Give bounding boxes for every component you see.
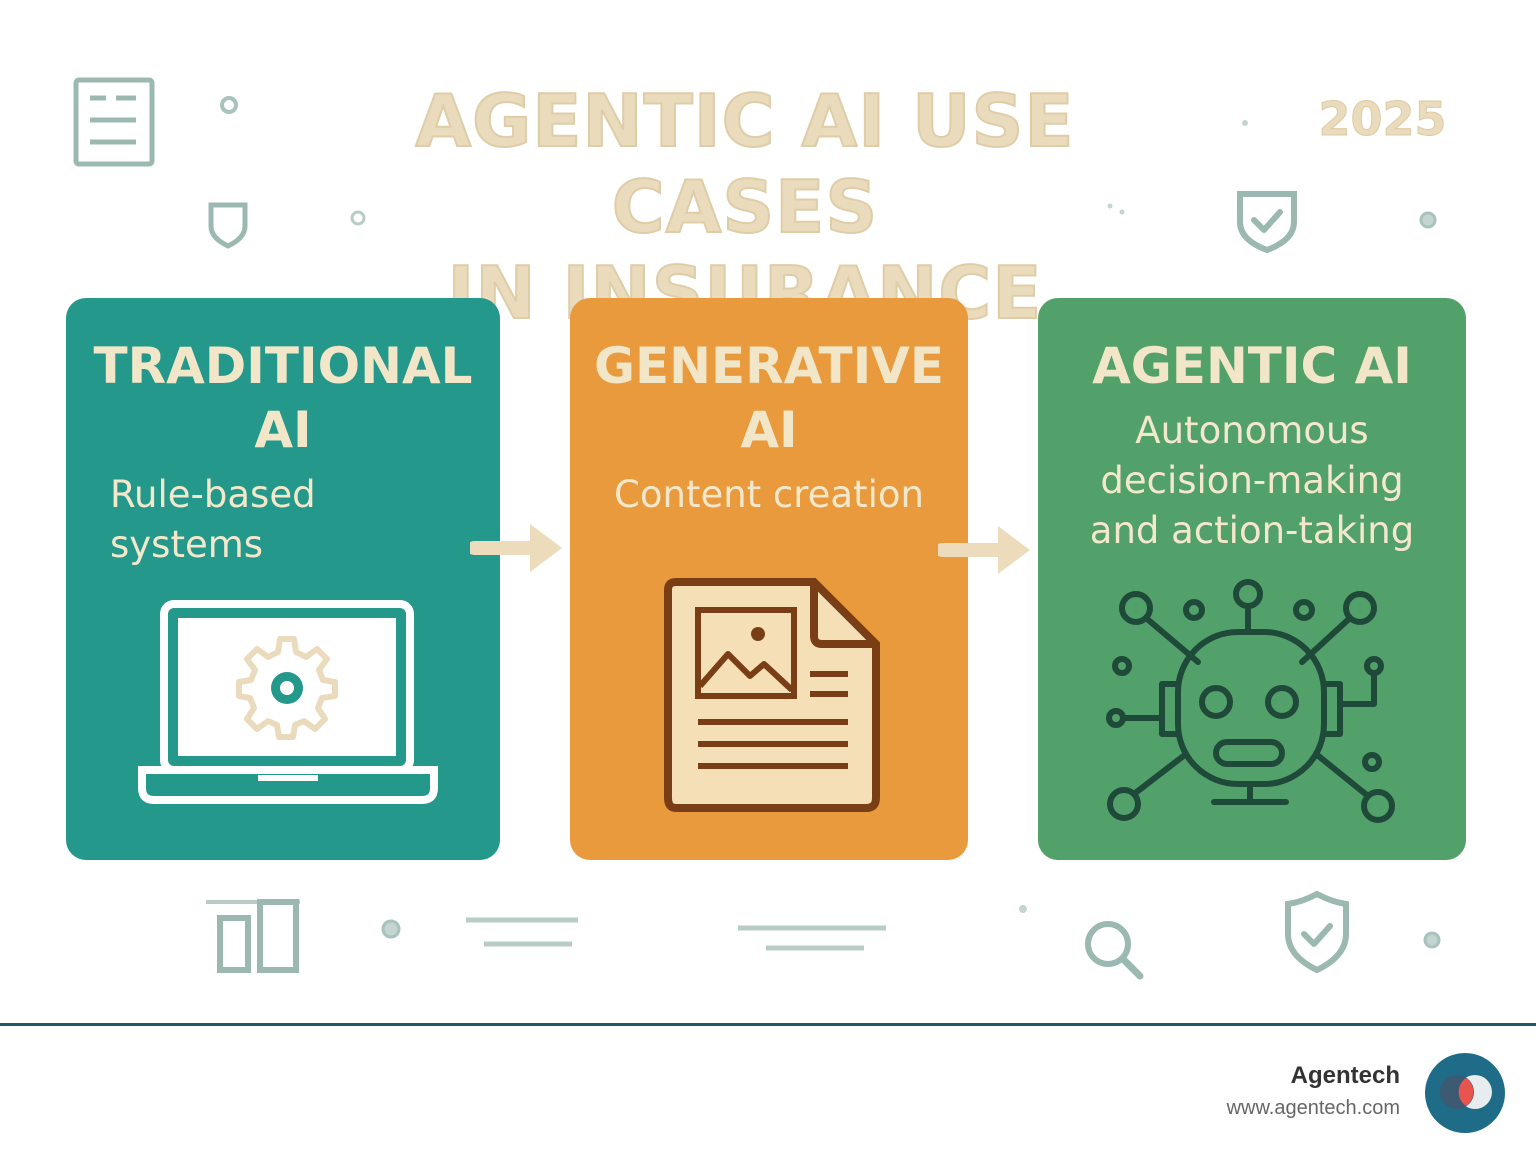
lines-icon (466, 917, 578, 947)
dot-icon (350, 210, 366, 226)
robot-network-icon (1106, 579, 1395, 823)
card-description: Autonomous decision-making and action-ta… (1089, 409, 1415, 552)
document-image-icon (664, 578, 880, 812)
card-traditional-ai: TRADITIONAL AI Rule-based systems (66, 298, 500, 860)
footer-divider (0, 1023, 1536, 1026)
brand-name: Agentech (1290, 1062, 1400, 1089)
dot-icon (1242, 120, 1248, 126)
lines-icon (738, 925, 886, 951)
laptop-gear-icon (138, 600, 438, 804)
card-title: TRADITIONAL AI (93, 337, 473, 459)
dot-icon (381, 919, 401, 939)
dot-icon (1019, 905, 1027, 913)
card-title: AGENTIC AI (1092, 337, 1412, 395)
search-icon (1085, 921, 1144, 980)
year-label: 2025 (1318, 92, 1447, 147)
card-agentic-ai: AGENTIC AI Autonomous decision-making an… (1038, 298, 1466, 860)
card-description: Content creation (614, 473, 924, 516)
document-icon (73, 77, 155, 167)
dot-icon (1419, 211, 1437, 229)
card-description: Rule-based systems (110, 473, 316, 566)
brand-url-link[interactable]: www.agentech.com (1226, 1097, 1400, 1119)
shield-check-icon (1285, 890, 1349, 974)
dot-icon (1107, 203, 1125, 215)
dot-icon (220, 96, 238, 114)
shield-icon (208, 202, 248, 249)
arrow-right-icon (470, 524, 562, 572)
bar-chart-icon (206, 899, 300, 973)
card-generative-ai: GENERATIVE AI Content creation (570, 298, 968, 860)
agentech-logo-icon (1425, 1053, 1505, 1133)
arrow-right-icon (938, 526, 1030, 574)
dot-icon (1423, 931, 1441, 949)
card-title: GENERATIVE AI (593, 337, 945, 459)
shield-check-icon (1237, 191, 1297, 254)
